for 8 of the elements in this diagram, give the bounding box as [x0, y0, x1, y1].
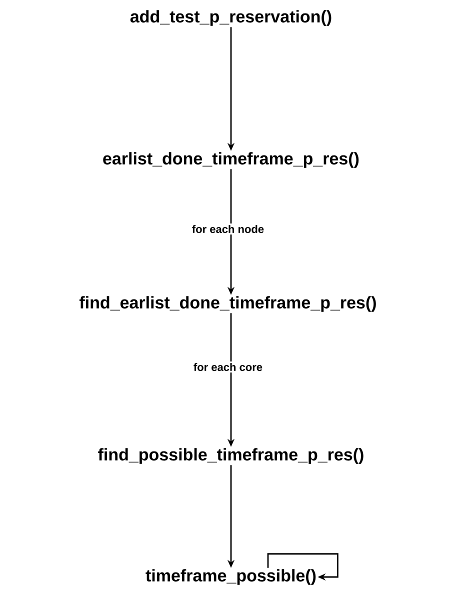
- function-label: find_possible_timeframe_p_res(): [98, 448, 364, 464]
- function-label: earlist_done_timeframe_p_res(): [103, 152, 359, 168]
- edge-label: for each node: [190, 223, 266, 235]
- function-label: timeframe_possible(): [146, 569, 316, 585]
- edge-label: for each core: [192, 361, 264, 373]
- function-label: find_earlist_done_timeframe_p_res(): [80, 296, 376, 312]
- function-label: add_test_p_reservation(): [130, 10, 332, 26]
- arrow: [267, 553, 338, 581]
